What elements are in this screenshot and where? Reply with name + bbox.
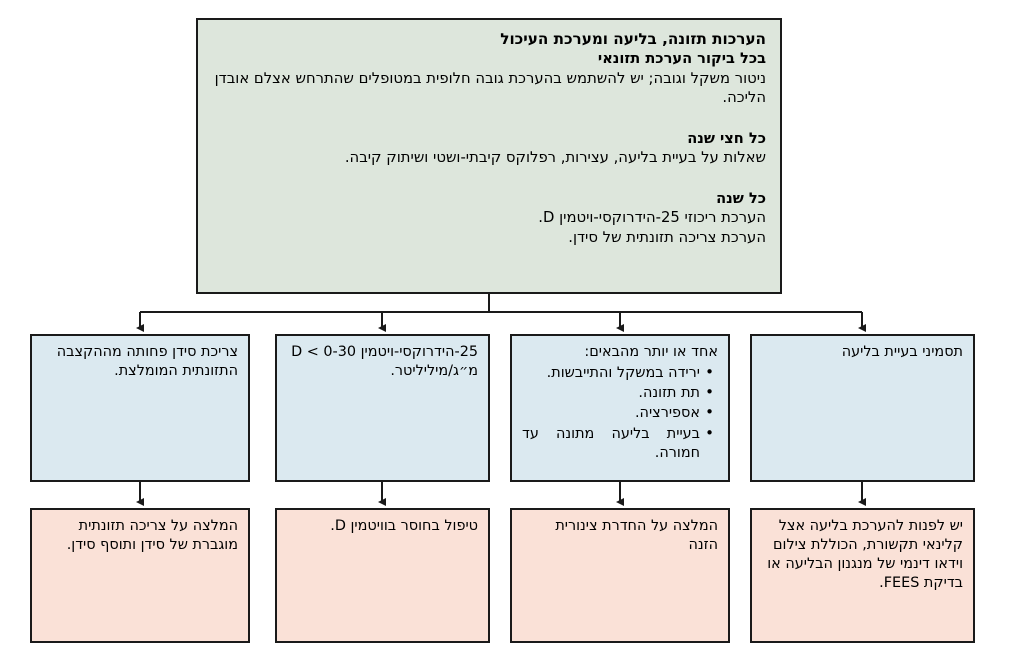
- root-section1-heading: בכל ביקור הערכת תזונאי: [597, 50, 766, 68]
- spacer: [212, 108, 766, 129]
- root-section3-body-line2: הערכת צריכה תזונתית של סידן.: [568, 229, 766, 247]
- list-item: ירידה במשקל והתייבשות.: [522, 363, 714, 383]
- node-low-calcium-intake-text: צריכת סידן פחותה מההקצבה התזונתית המומלצ…: [56, 344, 238, 380]
- node-feeding-tube-recommendation: המלצה על החדרת צינורית הזנה: [510, 508, 730, 643]
- node-symptoms-swallowing: תסמיני בעיית בליעה: [750, 334, 975, 482]
- node-swallow-evaluation-referral-text: יש לפנות להערכת בליעה אצל קלינאי תקשורת,…: [767, 518, 963, 592]
- node-feeding-tube-recommendation-text: המלצה על החדרת צינורית הזנה: [555, 518, 718, 554]
- root-section1-body: ניטור משקל וגובה; יש להשתמש בהערכת גובה …: [214, 69, 766, 107]
- node-one-or-more-intro: אחד או יותר מהבאים:: [584, 344, 718, 360]
- node-vitamin-d-treatment-text: טיפול בחוסר בוויטמין D.: [330, 518, 478, 534]
- node-one-or-more: אחד או יותר מהבאים: ירידה במשקל והתייבשו…: [510, 334, 730, 482]
- node-one-or-more-bullet-list: ירידה במשקל והתייבשות. תת תזונה. אספירצי…: [522, 363, 718, 463]
- root-section3-heading: כל שנה: [716, 190, 766, 208]
- list-item: תת תזונה.: [522, 383, 714, 403]
- root-section3-body-line1: הערכת ריכוזי 25-הידרוקסי-ויטמין D.: [538, 209, 766, 227]
- node-calcium-recommendation: המלצה על צריכה תזונתית מוגברת של סידן ות…: [30, 508, 250, 643]
- node-low-calcium-intake: צריכת סידן פחותה מההקצבה התזונתית המומלצ…: [30, 334, 250, 482]
- node-vitamin-d-level-line2: מ״ג/מיליליטר.: [390, 363, 478, 380]
- root-section2-body: שאלות על בעיית בליעה, עצירות, רפלוקס קיב…: [344, 149, 766, 167]
- node-swallow-evaluation-referral: יש לפנות להערכת בליעה אצל קלינאי תקשורת,…: [750, 508, 975, 643]
- list-item: בעיית בליעה מתונה עד חמורה.: [522, 424, 714, 463]
- node-calcium-recommendation-text: המלצה על צריכה תזונתית מוגברת של סידן ות…: [66, 518, 238, 554]
- root-node-nutrition-assessment: הערכות תזונה, בליעה ומערכת העיכול בכל בי…: [196, 18, 782, 294]
- node-vitamin-d-level-line1: 25-הידרוקסי-ויטמין D < 0-30: [291, 344, 478, 360]
- node-symptoms-swallowing-text: תסמיני בעיית בליעה: [841, 344, 963, 360]
- spacer: [212, 168, 766, 189]
- root-title: הערכות תזונה, בליעה ומערכת העיכול: [500, 30, 766, 48]
- node-vitamin-d-treatment: טיפול בחוסר בוויטמין D.: [275, 508, 490, 643]
- node-vitamin-d-level: 25-הידרוקסי-ויטמין D < 0-30 מ״ג/מיליליטר…: [275, 334, 490, 482]
- root-section2-heading: כל חצי שנה: [687, 129, 766, 147]
- list-item: אספירציה.: [522, 403, 714, 423]
